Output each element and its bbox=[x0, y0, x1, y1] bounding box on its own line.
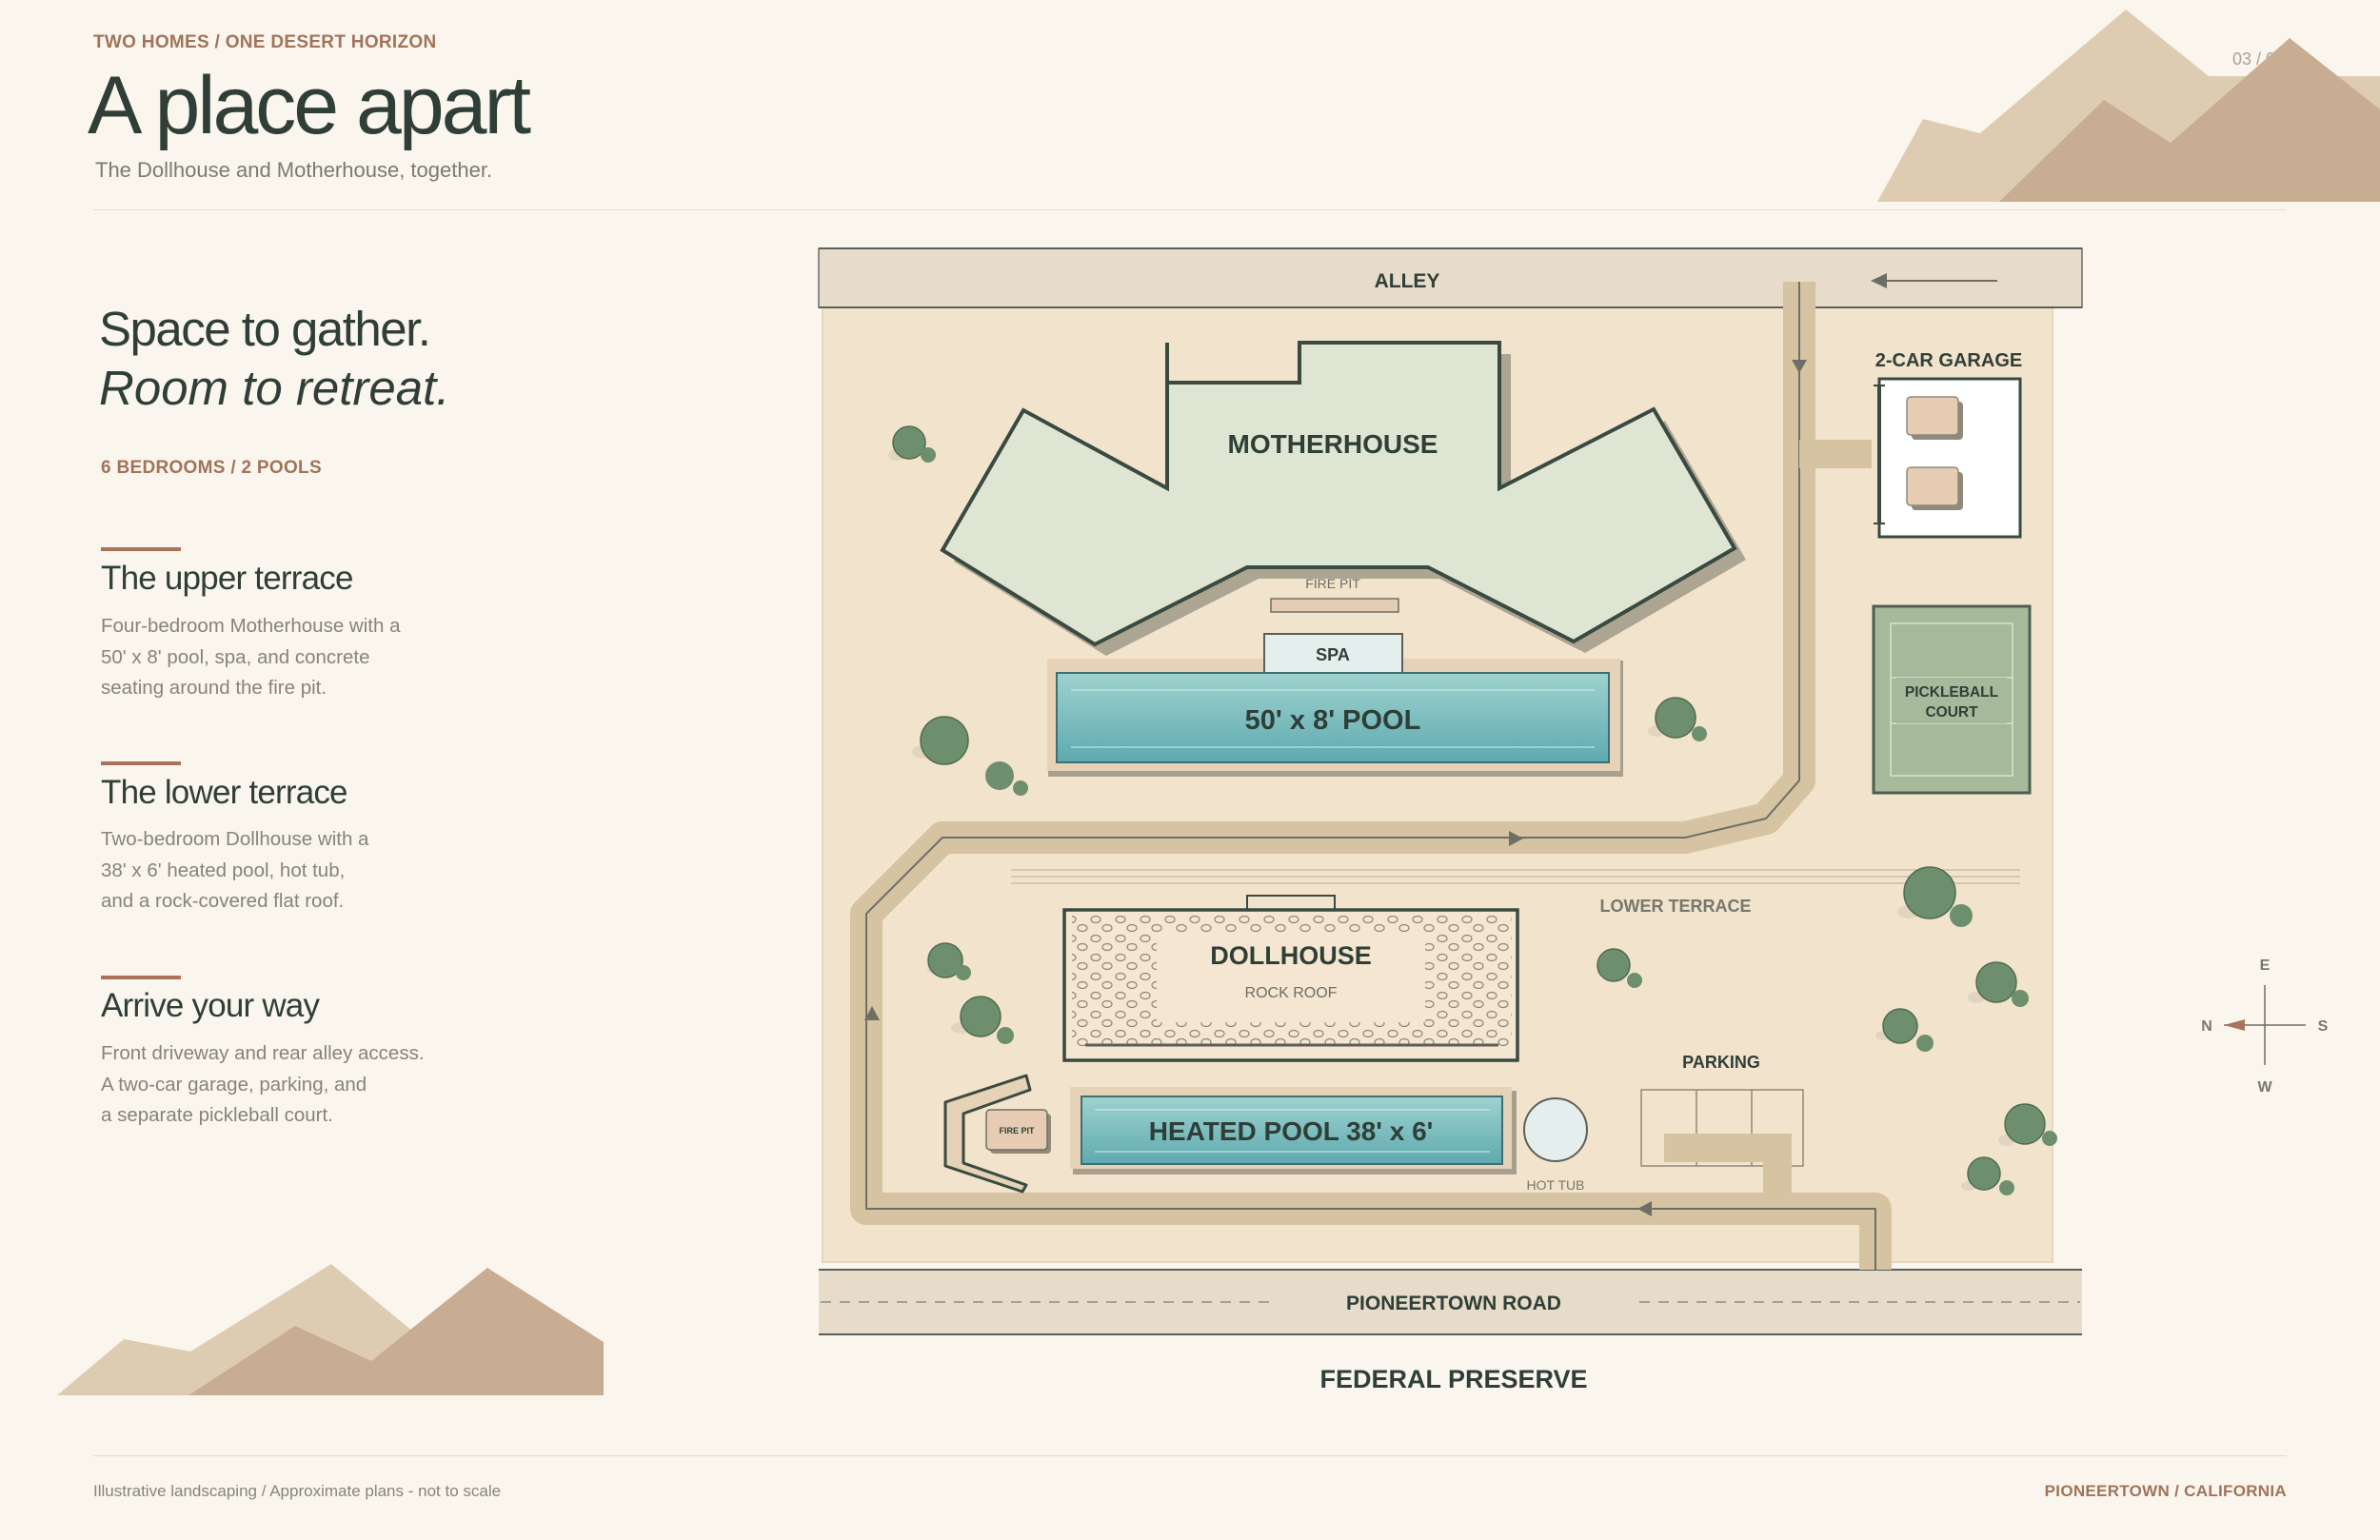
dollhouse-label: DOLLHOUSE bbox=[1210, 941, 1372, 970]
cactus-group-icon bbox=[1875, 1008, 1934, 1052]
compass-needle bbox=[2224, 1019, 2245, 1031]
eyebrow: TWO HOMES / ONE DESERT HORIZON bbox=[93, 32, 437, 52]
footer-location: PIONEERTOWN / CALIFORNIA bbox=[2044, 1482, 2287, 1500]
lower-pool bbox=[1081, 1096, 1503, 1165]
upper-pool-label: 50' x 8' POOL bbox=[1245, 705, 1421, 736]
page-subtitle: The Dollhouse and Motherhouse, together. bbox=[95, 158, 493, 182]
cactus-group-icon bbox=[912, 716, 1028, 796]
car-icon bbox=[1906, 396, 1959, 436]
body-line: Two-bedroom Dollhouse with a bbox=[101, 828, 369, 850]
cactus-group-icon bbox=[1968, 961, 2029, 1007]
section-body-arrive: Front driveway and rear alley access. A … bbox=[101, 1038, 425, 1132]
rock-roof-label: ROCK ROOF bbox=[1245, 985, 1338, 1001]
page-title: A place apart bbox=[88, 60, 531, 151]
section-heading-lower-terrace: The lower terrace bbox=[101, 774, 348, 811]
garage-label: 2-CAR GARAGE bbox=[1875, 350, 2022, 371]
section-heading-upper-terrace: The upper terrace bbox=[101, 560, 353, 597]
section-heading-arrive: Arrive your way bbox=[101, 987, 320, 1024]
cactus-group-icon bbox=[888, 425, 936, 463]
fire-pit-lower bbox=[985, 1109, 1048, 1151]
arrow-up-icon bbox=[864, 1006, 880, 1020]
footer-divider bbox=[93, 1455, 2287, 1456]
body-line: seating around the fire pit. bbox=[101, 677, 327, 699]
footer-note: Illustrative landscaping / Approximate p… bbox=[93, 1482, 502, 1500]
body-line: 50' x 8' pool, spa, and concrete bbox=[101, 645, 370, 668]
car-icon bbox=[1906, 466, 1959, 506]
section-accent-bar bbox=[101, 547, 181, 551]
arrow-left-icon bbox=[1871, 273, 1887, 288]
cactus-group-icon bbox=[1597, 948, 1642, 988]
section-body-upper-terrace: Four-bedroom Motherhouse with a 50' x 8'… bbox=[101, 611, 401, 704]
pickleball-label: COURT bbox=[1925, 704, 1978, 721]
compass-south: S bbox=[2318, 1018, 2329, 1035]
compass-east: E bbox=[2260, 958, 2271, 974]
compass-west: W bbox=[2257, 1079, 2272, 1096]
compass-rose-icon: E N S W bbox=[2201, 958, 2329, 1096]
alley-label: ALLEY bbox=[1375, 270, 1440, 292]
lower-terrace-label: LOWER TERRACE bbox=[1600, 897, 1752, 916]
fire-pit-lower-label: FIRE PIT bbox=[999, 1126, 1035, 1135]
header-divider bbox=[93, 209, 2287, 210]
hot-tub-label: HOT TUB bbox=[1527, 1177, 1585, 1193]
cactus-group-icon bbox=[1897, 866, 1973, 927]
lower-pool-label: HEATED POOL 38' x 6' bbox=[1149, 1116, 1434, 1146]
fire-pit-upper bbox=[1270, 598, 1399, 613]
body-line: Front driveway and rear alley access. bbox=[101, 1042, 425, 1064]
tagline-secondary: Room to retreat. bbox=[99, 361, 450, 415]
compass-north: N bbox=[2201, 1018, 2212, 1035]
body-line: a separate pickleball court. bbox=[101, 1104, 333, 1126]
alley-strip bbox=[818, 247, 2083, 308]
cactus-group-icon bbox=[1961, 1156, 2014, 1195]
body-line: and a rock-covered flat roof. bbox=[101, 890, 345, 912]
spa bbox=[1263, 633, 1403, 675]
parking-label: PARKING bbox=[1682, 1053, 1760, 1072]
body-line: 38' x 6' heated pool, hot tub, bbox=[101, 859, 346, 881]
hot-tub bbox=[1523, 1097, 1588, 1162]
property-stats: 6 BEDROOMS / 2 POOLS bbox=[101, 458, 322, 478]
cactus-group-icon bbox=[1648, 697, 1707, 741]
motherhouse-building bbox=[940, 341, 1737, 647]
section-accent-bar bbox=[101, 761, 181, 765]
arrow-right-icon bbox=[1509, 831, 1523, 846]
cactus-group-icon bbox=[927, 942, 971, 980]
body-line: Four-bedroom Motherhouse with a bbox=[101, 615, 401, 637]
pickleball-label: PICKLEBALL bbox=[1905, 684, 1998, 701]
arrow-down-icon bbox=[1792, 360, 1807, 373]
fire-pit-upper-label: FIRE PIT bbox=[1305, 576, 1360, 591]
road-label: PIONEERTOWN ROAD bbox=[1346, 1293, 1561, 1314]
section-accent-bar bbox=[101, 976, 181, 979]
fire-pit-seating bbox=[943, 1074, 1032, 1194]
arrow-left-icon bbox=[1637, 1201, 1652, 1216]
motherhouse-label: MOTHERHOUSE bbox=[1228, 429, 1438, 459]
preserve-label: FEDERAL PRESERVE bbox=[1319, 1365, 1587, 1393]
section-body-lower-terrace: Two-bedroom Dollhouse with a 38' x 6' he… bbox=[101, 824, 368, 918]
footer-mountains-illustration bbox=[57, 1264, 604, 1395]
tagline-primary: Space to gather. bbox=[99, 302, 431, 356]
body-line: A two-car garage, parking, and bbox=[101, 1073, 367, 1096]
header-mountains-illustration bbox=[1877, 10, 2380, 202]
site-plan: ALLEY PIONEERTOWN ROAD FEDERAL PRESERVE … bbox=[818, 247, 2083, 1393]
cactus-group-icon bbox=[951, 996, 1014, 1044]
spa-label: SPA bbox=[1316, 645, 1350, 664]
cactus-group-icon bbox=[1998, 1103, 2057, 1146]
